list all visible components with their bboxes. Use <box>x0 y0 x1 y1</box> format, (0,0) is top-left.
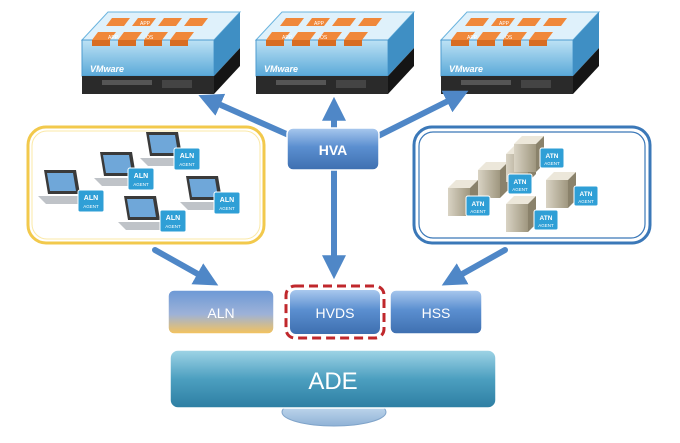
arrow-hva-to-server-1 <box>198 93 303 143</box>
hvds-label: HVDS <box>316 305 355 321</box>
server-tower-icon <box>506 196 536 232</box>
aln-agent-group: ALN AGENT ALN AGENT ALN AGENT ALN AGENT … <box>26 125 266 245</box>
svg-text:AGENT: AGENT <box>219 206 235 211</box>
atn-agent-badge: ATN AGENT <box>573 185 599 207</box>
vmware-server-1: APP APP OS VMware <box>80 11 242 94</box>
laptop-icon <box>118 196 168 230</box>
vm-icon: APP APP OS <box>451 18 567 46</box>
svg-text:AGENT: AGENT <box>470 209 486 214</box>
vm-app-label: APP <box>108 35 119 41</box>
atn-agent-group: ATN AGENT ATN AGENT ATN AGENT ATN AGENT … <box>412 125 652 245</box>
ade-base: ADE <box>169 349 497 427</box>
svg-text:ATN: ATN <box>472 201 485 208</box>
aln-agent-badge: ALN AGENT <box>77 189 105 213</box>
server-tower-icon <box>514 136 544 172</box>
svg-text:AGENT: AGENT <box>512 187 528 192</box>
vm-icon: APP APP OS <box>266 18 382 46</box>
vmware-server-2: APP APP OS VMware <box>254 11 416 94</box>
atn-agent-badge: ATN AGENT <box>533 209 559 231</box>
arrow-hva-to-server-3 <box>367 90 469 143</box>
hss-module: HSS <box>389 289 483 335</box>
vmware-brand: VMware <box>90 64 124 74</box>
arrow-atn-group-to-hss <box>441 247 508 286</box>
aln-agent-badge: ALN AGENT <box>173 147 201 171</box>
hva-label: HVA <box>319 142 348 158</box>
vmware-server-3: APP APP OS VMware <box>439 11 601 94</box>
svg-text:AGENT: AGENT <box>165 224 181 229</box>
svg-text:ALN: ALN <box>84 195 98 202</box>
svg-text:ALN: ALN <box>220 197 234 204</box>
atn-agent-badge: ATN AGENT <box>539 147 565 169</box>
vm-os-label: OS <box>505 35 513 41</box>
laptop-icon <box>38 170 88 204</box>
svg-text:ATN: ATN <box>546 153 559 160</box>
vm-app-label: APP <box>499 21 510 27</box>
svg-text:ALN: ALN <box>166 215 180 222</box>
server-tower-icon <box>546 172 576 208</box>
svg-text:AGENT: AGENT <box>133 182 149 187</box>
aln-module: ALN <box>167 289 275 335</box>
svg-text:AGENT: AGENT <box>578 199 594 204</box>
svg-text:ATN: ATN <box>514 179 527 186</box>
aln-agent-badge: ALN AGENT <box>159 209 187 233</box>
vm-app-label: APP <box>467 35 478 41</box>
svg-text:ATN: ATN <box>540 215 553 222</box>
vm-app-label: APP <box>282 35 293 41</box>
connector-arrows <box>152 90 508 286</box>
svg-text:ATN: ATN <box>580 191 593 198</box>
svg-text:AGENT: AGENT <box>179 162 195 167</box>
ade-label: ADE <box>308 368 357 395</box>
vm-os-label: OS <box>146 35 154 41</box>
vmware-brand: VMware <box>449 64 483 74</box>
vm-os-label: OS <box>320 35 328 41</box>
atn-agent-badge: ATN AGENT <box>465 195 491 217</box>
svg-text:ALN: ALN <box>134 173 148 180</box>
hss-label: HSS <box>422 305 451 321</box>
vmware-brand: VMware <box>264 64 298 74</box>
atn-agent-badge: ATN AGENT <box>507 173 533 195</box>
svg-text:AGENT: AGENT <box>83 204 99 209</box>
svg-text:AGENT: AGENT <box>544 161 560 166</box>
svg-text:ALN: ALN <box>180 153 194 160</box>
hvds-module: HVDS <box>284 284 386 340</box>
hva-box: HVA <box>286 127 380 171</box>
vm-app-label: APP <box>140 21 151 27</box>
aln-agent-badge: ALN AGENT <box>213 191 241 215</box>
arrow-aln-group-to-aln <box>152 247 219 286</box>
server-tower-icon <box>478 162 508 198</box>
aln-agent-badge: ALN AGENT <box>127 167 155 191</box>
svg-text:AGENT: AGENT <box>538 223 554 228</box>
vm-icon: APP APP OS <box>92 18 208 46</box>
aln-label: ALN <box>207 305 234 321</box>
vm-app-label: APP <box>314 21 325 27</box>
